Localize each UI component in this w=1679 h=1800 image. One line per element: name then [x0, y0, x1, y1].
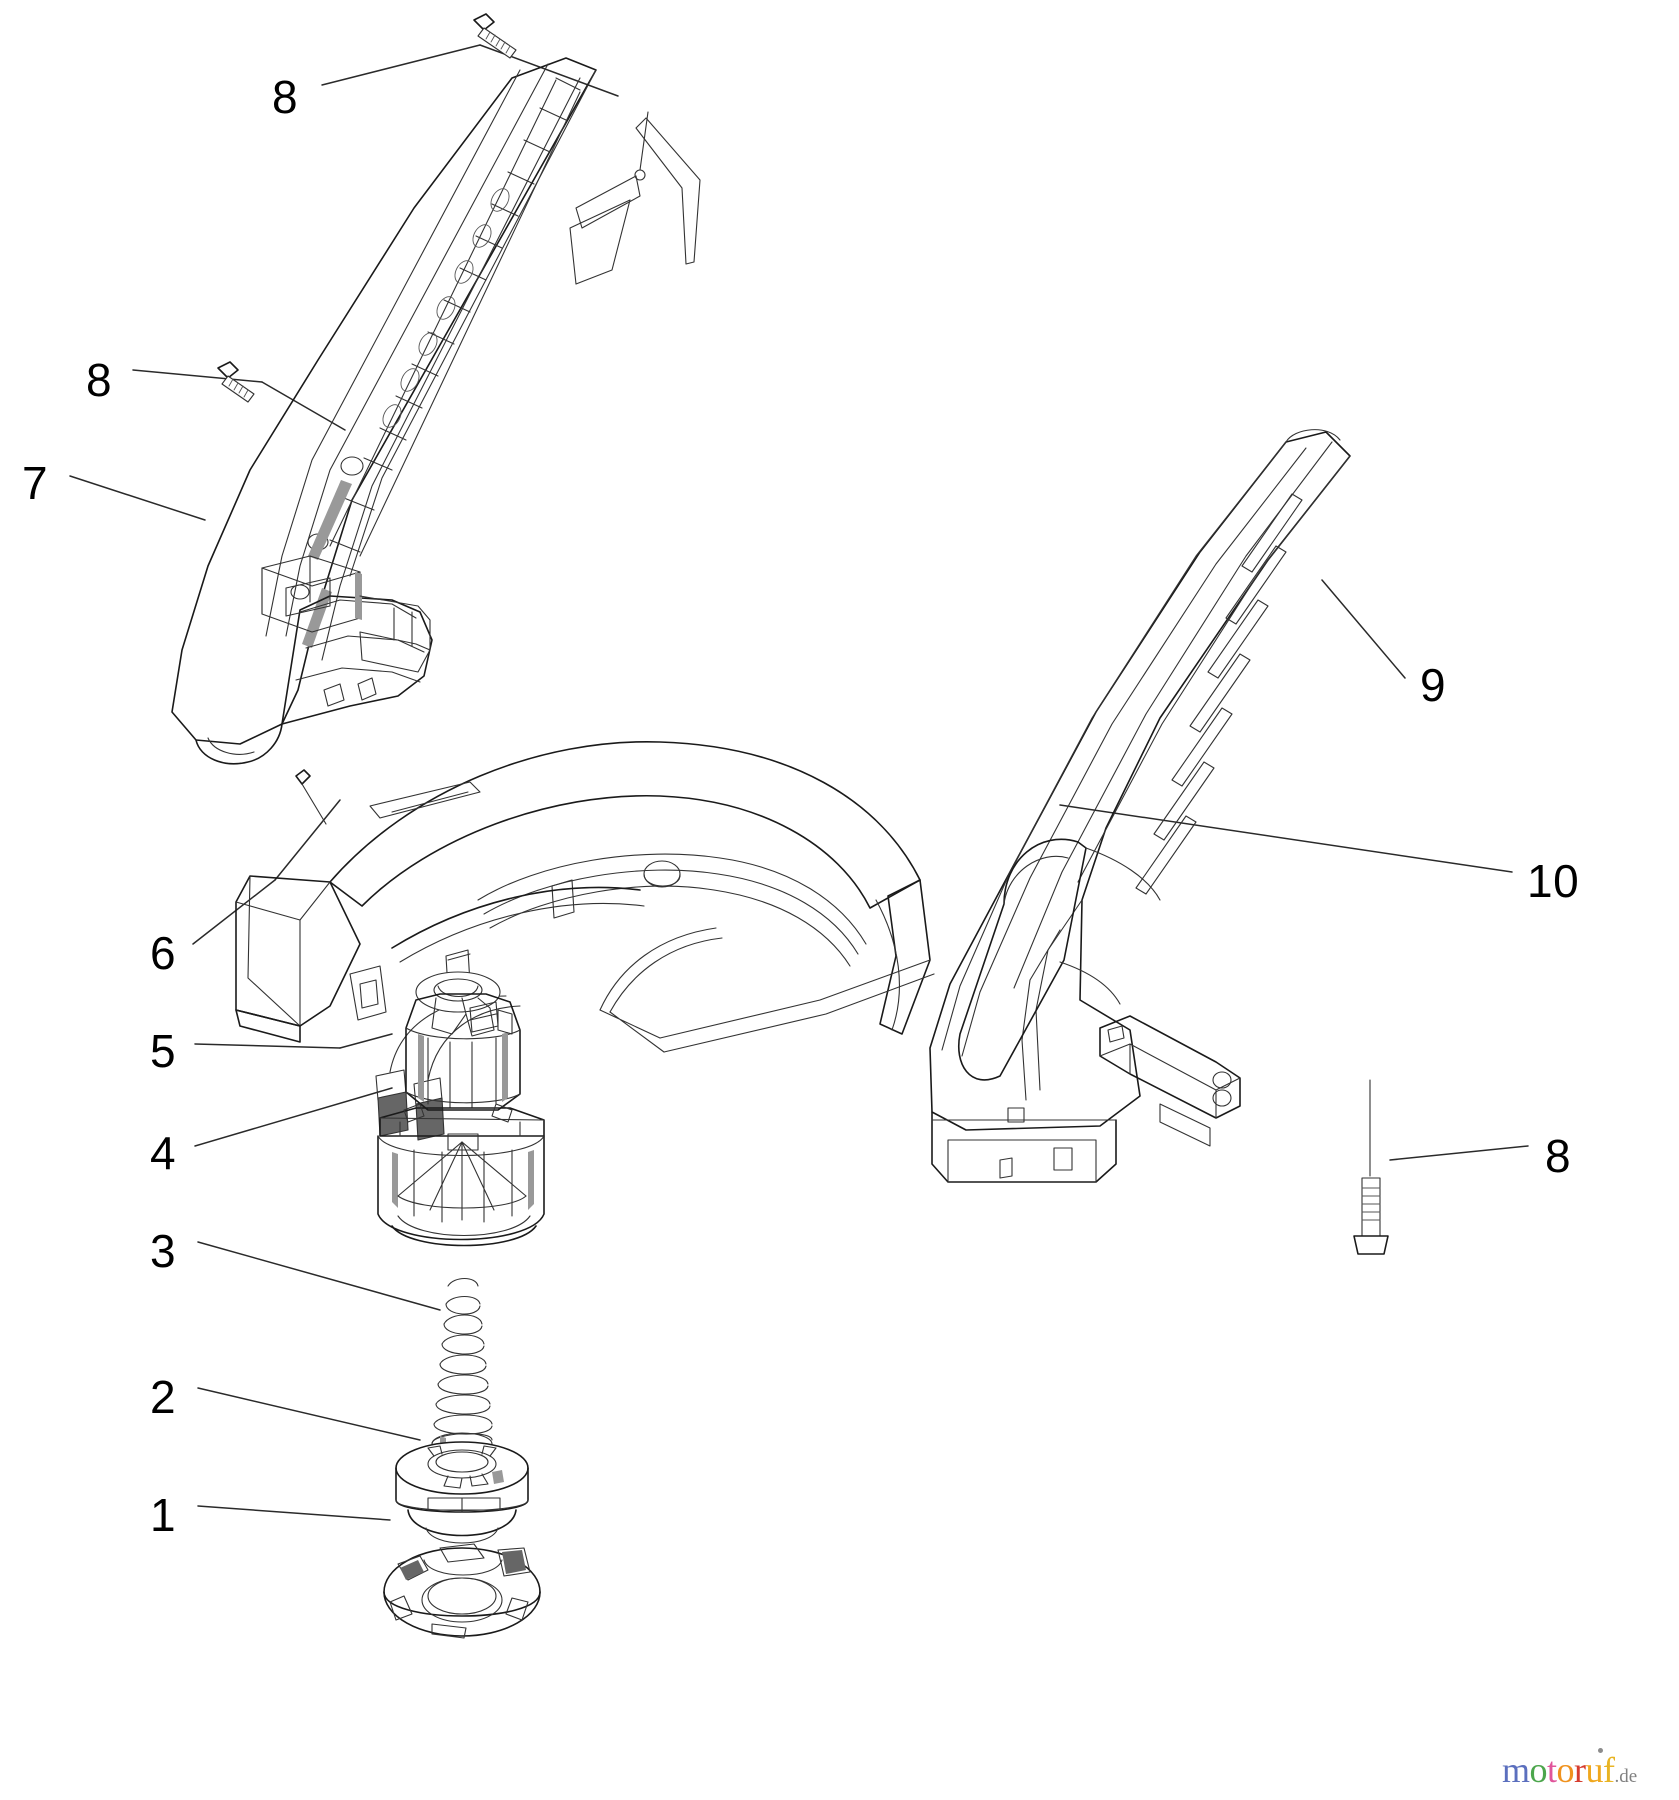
- shield-screw: [295, 769, 327, 825]
- logo-suffix: .de: [1614, 1766, 1638, 1787]
- callout-8-left[interactable]: 8: [86, 354, 113, 406]
- callout-4[interactable]: 4: [150, 1127, 177, 1179]
- part-1-spool-cap: [383, 1543, 541, 1639]
- logo-letter-o1: o: [1529, 1750, 1548, 1790]
- part-6-debris-guard: [235, 741, 935, 1053]
- shaft-detail-pieces: [569, 111, 701, 285]
- logo-letter-t: t: [1547, 1750, 1557, 1790]
- logo-letter-r: r: [1574, 1750, 1586, 1790]
- logo-letter-f: f: [1603, 1750, 1615, 1790]
- part-3-compression-spring: [431, 1277, 493, 1456]
- part-7-upper-housing-half: [171, 57, 597, 765]
- callout-2[interactable]: 2: [150, 1371, 177, 1423]
- callout-7[interactable]: 7: [22, 457, 49, 509]
- logo-letter-m: m: [1502, 1750, 1530, 1790]
- part-2-line-spool: [395, 1441, 529, 1544]
- logo-dot-accent: [1598, 1748, 1604, 1753]
- logo-letter-u: u: [1585, 1750, 1604, 1790]
- callout-3[interactable]: 3: [150, 1225, 177, 1277]
- callout-5[interactable]: 5: [150, 1025, 177, 1077]
- callout-6[interactable]: 6: [150, 927, 177, 979]
- screw-left: [217, 361, 255, 403]
- callout-8-right[interactable]: 8: [1545, 1130, 1572, 1182]
- callout-8-top[interactable]: 8: [272, 71, 299, 123]
- logo-letter-o2: o: [1556, 1750, 1575, 1790]
- callout-1[interactable]: 1: [150, 1489, 177, 1541]
- motoruf-watermark-logo: motoruf.de: [1502, 1748, 1638, 1790]
- callout-9[interactable]: 9: [1420, 659, 1447, 711]
- callout-10[interactable]: 10: [1527, 855, 1580, 907]
- screw-bottom-right: [1353, 1079, 1389, 1255]
- part-4-motor-assembly: [377, 949, 545, 1247]
- screw-top: [473, 13, 517, 59]
- part-9-housing-half-right: [929, 429, 1351, 1183]
- leader-lines: [69, 44, 1529, 1521]
